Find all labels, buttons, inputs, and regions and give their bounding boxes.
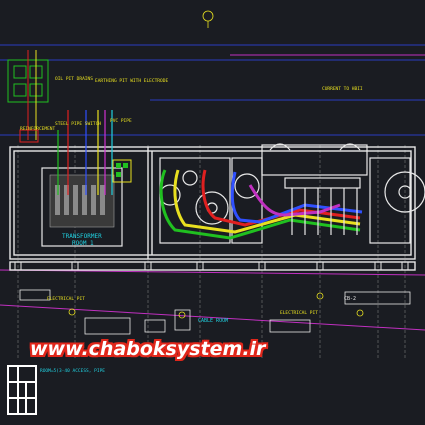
note-earthing: EARTHING PIT WITH ELECTRODE	[95, 78, 168, 84]
transformer-left	[159, 157, 231, 244]
cable-bundle	[159, 169, 363, 240]
transformer-room-1	[41, 110, 123, 247]
label-transformer-room-sub: ROOM 1	[72, 240, 94, 247]
upper-left-switchgear	[7, 50, 49, 143]
column-stubs	[14, 261, 409, 271]
label-cable-room: CABLE ROOM	[198, 318, 228, 324]
busbar-connectors	[284, 177, 361, 235]
transformer-right	[261, 143, 425, 244]
note-steel-pipe: STEEL PIPE SWITCH	[55, 121, 101, 127]
brand-logo-icon	[7, 365, 37, 415]
control-panel	[112, 159, 132, 183]
label-current-to-hbii: CURRENT TO HBII	[322, 86, 363, 92]
note-bottom: ROOM=5(3-40 ACCESS, PIPE	[40, 368, 105, 374]
note-pvc-pipe: PVC PIPE	[110, 118, 132, 124]
building-walls	[9, 146, 416, 271]
label-cb-tag: CB-2	[344, 296, 356, 302]
note-reinforcement: REINFORCEMENT	[20, 126, 56, 132]
label-electrical-pit-2: ELECTRICAL PIT	[280, 310, 318, 316]
yellow-markers	[68, 10, 364, 319]
note-oil-pit: OIL PIT DRAINS	[55, 76, 93, 82]
label-transformer-room: TRANSFORMER	[62, 233, 102, 240]
website-watermark: www.chaboksystem.ir	[30, 338, 266, 360]
blue-guides	[0, 44, 425, 136]
cable-room	[19, 289, 411, 335]
label-electrical-pit-1: ELECTRICAL PIT	[47, 296, 85, 302]
